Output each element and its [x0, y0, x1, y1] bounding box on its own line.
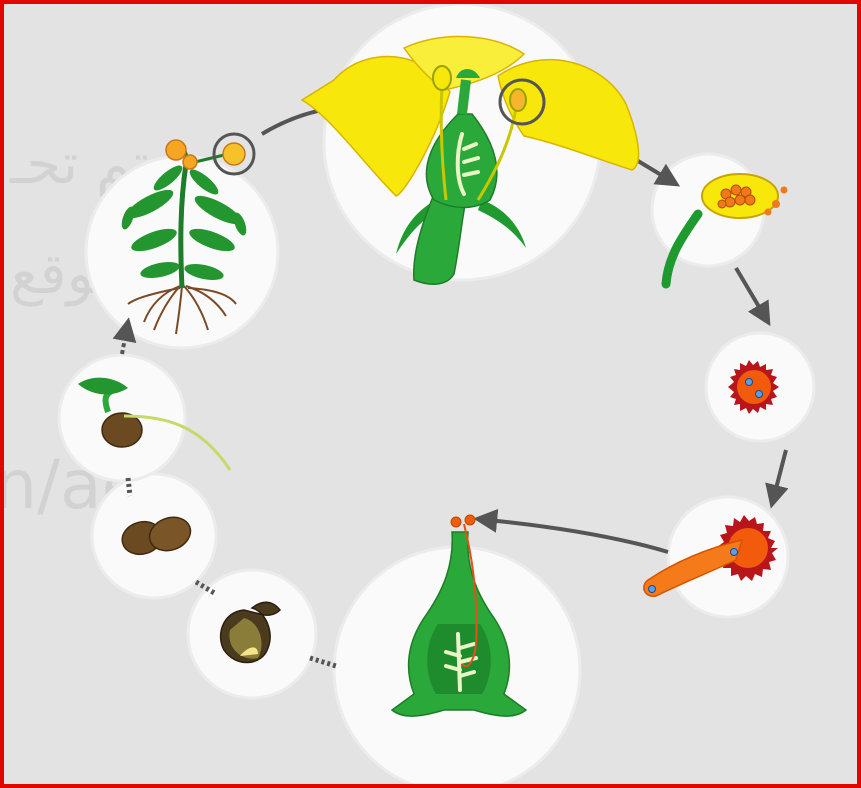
tube-nucleus-1 — [731, 549, 738, 556]
plant-blossom-highlighted — [214, 134, 254, 174]
stamen-left-anther — [433, 66, 451, 90]
connector-ovary-to-seed — [310, 658, 336, 666]
stigma-pollen — [451, 515, 475, 527]
arrow-tube-to-ovary — [478, 519, 668, 552]
arrow-pollen-to-tube — [772, 450, 786, 504]
arrow-anther-to-pollen — [736, 268, 768, 322]
pollen-nucleus-1 — [746, 379, 753, 386]
plant-life-cycle-diagram — [4, 4, 861, 788]
pistil-style — [462, 80, 466, 114]
seedling-seed-coat — [102, 413, 142, 447]
pollen-grain-body — [737, 370, 771, 404]
pollen-nucleus-2 — [756, 391, 763, 398]
stamen-right-anther — [510, 89, 526, 111]
tube-nucleus-2 — [649, 586, 656, 593]
